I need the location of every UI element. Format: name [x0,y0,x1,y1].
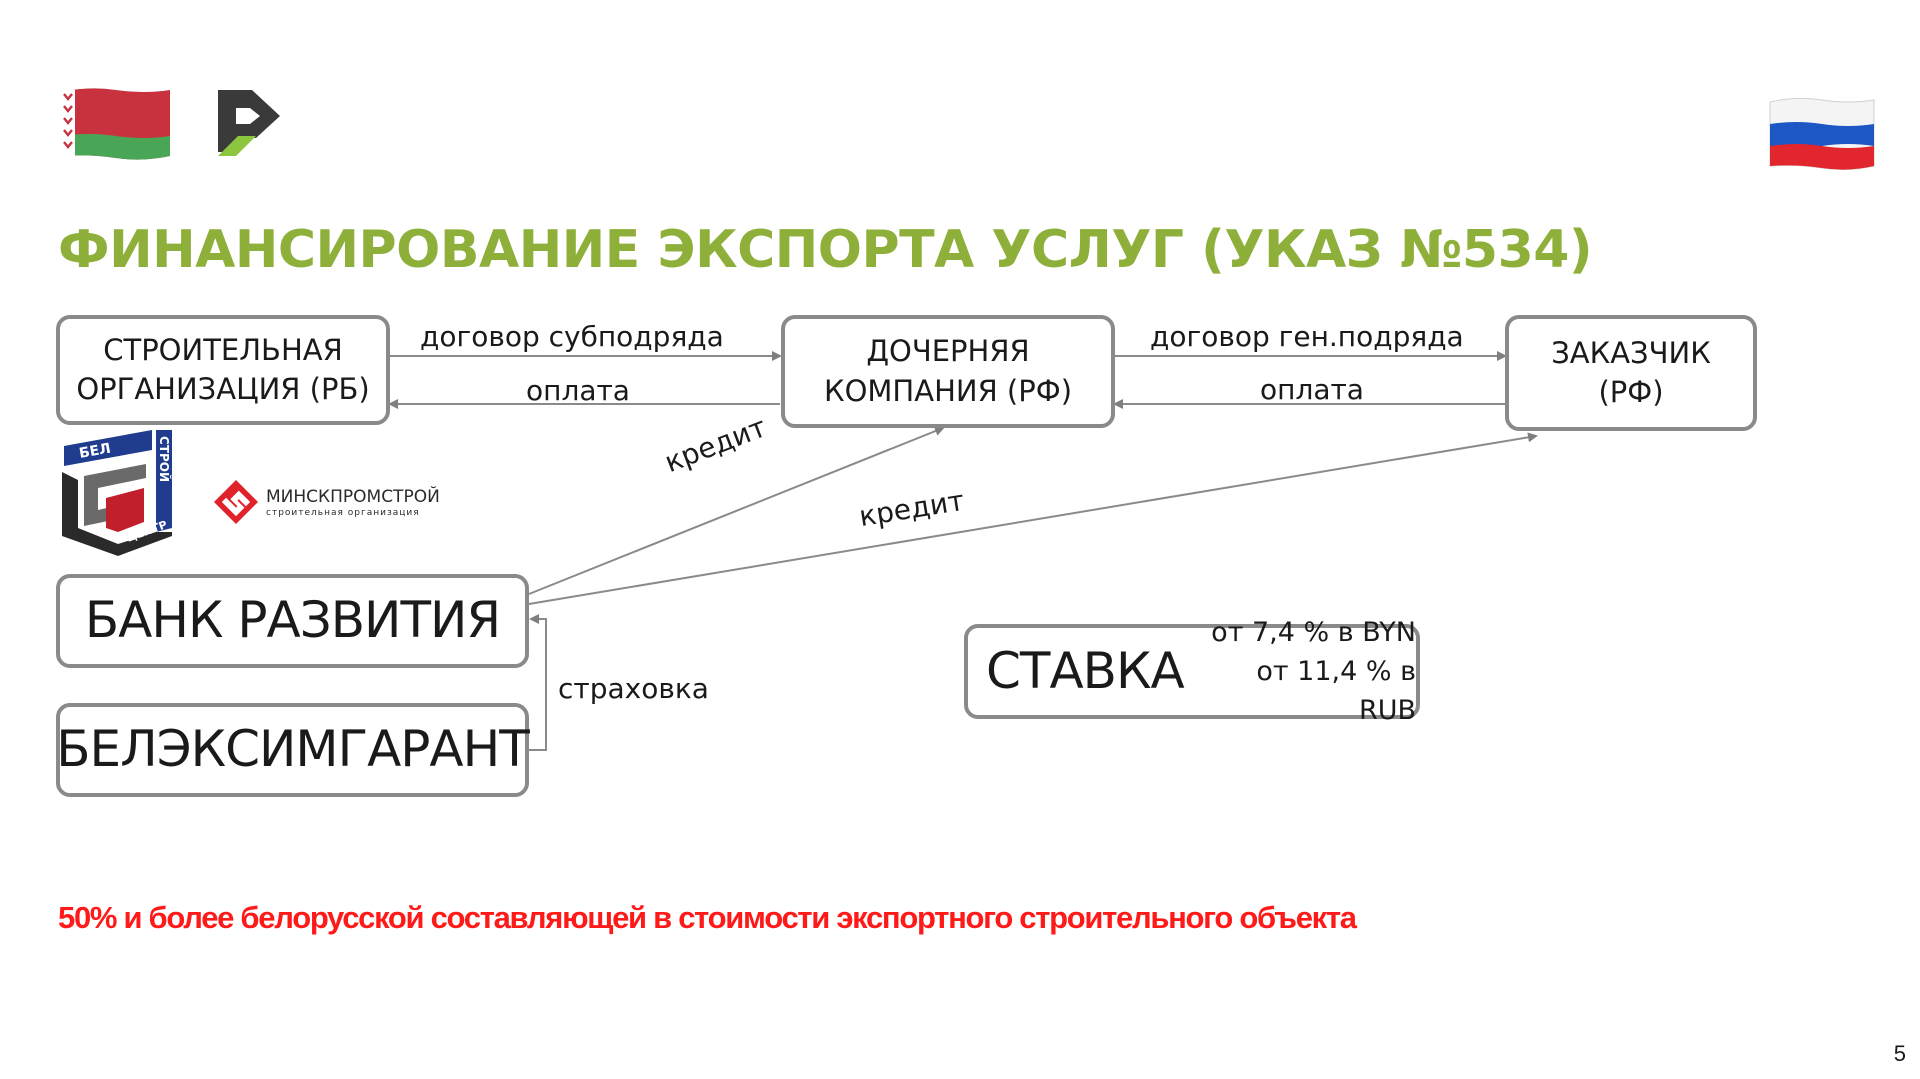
box-construction-organization-line1: СТРОИТЕЛЬНАЯ [103,332,343,367]
belarus-flag-icon [62,88,170,160]
box-customer: ЗАКАЗЧИК (РФ) [1505,315,1757,431]
label-insurance: страховка [558,672,709,705]
rate-title: СТАВКА [986,641,1185,700]
box-belexim: БЕЛЭКСИМГАРАНТ [56,703,530,797]
belstroycentr-logo: БЕЛ СТРОЙ ЦЕНТР [62,430,172,556]
rate-rub: от 11,4 % в RUB [1256,655,1416,727]
requirement-note: 50% и более белорусской составляющей в с… [58,900,1357,935]
label-general-contract: договор ген.подряда [1150,320,1464,353]
box-subsidiary-company-line1: ДОЧЕРНЯЯ [866,334,1030,369]
arrow-insurance [529,614,547,751]
box-customer-line2: (РФ) [1598,375,1664,409]
arrow-credit-1 [528,426,945,595]
box-construction-organization-line2: ОРГАНИЗАЦИЯ (РБ) [76,372,370,406]
box-development-bank: БАНК РАЗВИТИЯ [56,574,529,668]
page-title: ФИНАНСИРОВАНИЕ ЭКСПОРТА УСЛУГ (УКАЗ №534… [58,220,1593,280]
box-subsidiary-company-line2: КОМПАНИЯ (РФ) [823,373,1073,408]
russia-flag-icon [1769,97,1875,171]
belstroy-right-text: СТРОЙ [157,436,172,482]
rate-values: от 7,4 % в BYN от 11,4 % в RUB [1206,613,1416,730]
label-payment-2: оплата [1260,373,1364,406]
box-belexim-label: БЕЛЭКСИМГАРАНТ [56,720,530,779]
box-construction-organization: СТРОИТЕЛЬНАЯ ОРГАНИЗАЦИЯ (РБ) [56,315,390,425]
company-logo-icon [218,90,280,156]
box-development-bank-label: БАНК РАЗВИТИЯ [84,591,501,650]
belstroy-top-text: БЕЛ [78,441,112,462]
label-payment-1: оплата [526,374,630,407]
minskpromstroy-name: МИНСКПРОМСТРОЙ [266,485,440,507]
rate-byn: от 7,4 % в BYN [1211,616,1416,648]
box-subsidiary-company: ДОЧЕРНЯЯ КОМПАНИЯ (РФ) [781,315,1115,428]
box-rate: СТАВКА от 7,4 % в BYN от 11,4 % в RUB [964,617,1420,726]
minskpromstroy-subtitle: строительная организация [266,508,420,518]
minskpromstroy-logo: МИНСКПРОМСТРОЙ строительная организация [214,480,440,524]
label-subcontract: договор субподряда [420,320,724,353]
arrow-credit-2 [528,432,1538,605]
page-number: 5 [1893,1041,1906,1066]
box-customer-line1: ЗАКАЗЧИК [1551,335,1711,370]
